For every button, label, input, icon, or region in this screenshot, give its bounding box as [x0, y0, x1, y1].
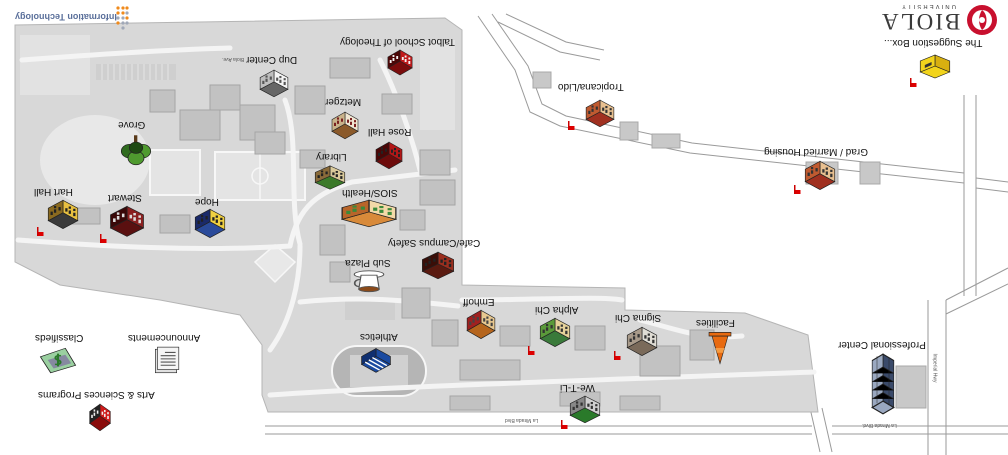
flag-icon: [794, 185, 801, 194]
emhoff-building-icon[interactable]: [465, 308, 497, 342]
label-sub-plaza[interactable]: Sub Plaza: [345, 257, 391, 268]
label-talbot-school-of-theology[interactable]: Talbot School of Theology: [340, 36, 455, 47]
library-building-icon[interactable]: [313, 164, 347, 192]
grad-married-housing-building-icon[interactable]: [803, 159, 837, 193]
label-sigma-chi[interactable]: Sigma Chi: [615, 312, 662, 323]
dup-center-building-icon[interactable]: [258, 68, 290, 100]
label-arts-sciences-programs[interactable]: Arts & Sciences Programs: [38, 389, 155, 400]
label-sios-health[interactable]: SIOS/Health: [342, 187, 398, 198]
suggestion-box-icon[interactable]: [918, 52, 952, 82]
label-grad-married-housing[interactable]: Grad / Married Housing: [764, 146, 868, 157]
street-label-biola-ave: Biola Ave.: [222, 56, 245, 62]
metzger-building-icon[interactable]: [330, 110, 360, 142]
street-label-la-mirada-blvd: La Mirada Blvd: [505, 417, 539, 423]
sigma-chi-building-icon[interactable]: [625, 325, 659, 359]
street-label-la-mirada-blvd-east: La Mirada Blvd.: [862, 422, 897, 428]
label-alpha-chi[interactable]: Alpha Chi: [535, 304, 579, 315]
label-facilities[interactable]: Facilities: [696, 317, 735, 328]
sios-health-building-icon[interactable]: [338, 198, 400, 230]
biola-logo-text: BIOLA: [880, 9, 961, 34]
stewart-building-icon[interactable]: [108, 204, 146, 240]
flag-icon: [528, 346, 535, 355]
grove-tree-icon[interactable]: [116, 133, 156, 167]
label-library[interactable]: Library: [316, 151, 347, 162]
hope-building-icon[interactable]: [193, 207, 227, 241]
biola-emblem-icon: [967, 5, 997, 35]
suggestion-box-label[interactable]: The Suggestion Box...: [884, 37, 983, 48]
rose-hall-building-icon[interactable]: [374, 140, 404, 172]
tropicana-lido-building-icon[interactable]: [584, 98, 616, 130]
athletics-icon[interactable]: [358, 344, 394, 378]
label-rose-hall[interactable]: Rose Hall: [368, 126, 412, 137]
flag-icon: [614, 351, 621, 360]
facilities-traffic-cone-icon[interactable]: [705, 330, 735, 366]
label-hart-hall[interactable]: Hart Hall: [34, 186, 73, 197]
classifieds-icon[interactable]: [36, 344, 80, 376]
biola-logo-subtext: UNIVERSITY: [900, 3, 957, 9]
label-classifieds[interactable]: Classifieds: [35, 332, 84, 343]
alpha-chi-building-icon[interactable]: [538, 316, 572, 350]
talbot-building-icon[interactable]: [386, 48, 414, 78]
label-athletics[interactable]: Athletics: [360, 331, 398, 342]
label-grove[interactable]: Grove: [118, 119, 146, 130]
cafe-campus-safety-building-icon[interactable]: [420, 250, 456, 282]
label-professional-center[interactable]: Professional Center: [838, 339, 926, 350]
street-label-imperial-hwy: Imperial Hwy: [931, 353, 938, 383]
label-tropicana-lido[interactable]: Tropicana/Lido: [558, 81, 624, 92]
announcements-newspaper-icon[interactable]: [150, 345, 182, 377]
arts-sciences-building-icon[interactable]: [88, 402, 112, 434]
hart-hall-building-icon[interactable]: [46, 198, 80, 232]
label-emhoff[interactable]: Emhoff: [463, 296, 495, 307]
flag-icon: [910, 78, 917, 87]
sub-plaza-coffee-cup-icon[interactable]: [352, 270, 386, 296]
flag-icon: [568, 121, 575, 130]
label-cafe-campus-safety[interactable]: Cafe/Campus Safety: [388, 237, 481, 248]
label-announcements[interactable]: Announcements: [128, 332, 201, 343]
label-we-t-li[interactable]: We-T-Li: [560, 382, 595, 393]
flag-icon: [100, 234, 107, 243]
label-dup-center[interactable]: Dup Center: [246, 54, 298, 65]
professional-center-office-tower-icon[interactable]: [865, 352, 901, 416]
we-t-li-building-icon[interactable]: [568, 394, 602, 426]
it-logo-text: Information Technology: [15, 12, 117, 22]
label-metzger[interactable]: Metzger: [325, 96, 362, 107]
flag-icon: [37, 227, 44, 236]
label-hope[interactable]: Hope: [195, 196, 219, 207]
flag-icon: [561, 420, 568, 429]
label-stewart[interactable]: Stewart: [108, 192, 142, 203]
it-dots-icon: [116, 6, 129, 30]
